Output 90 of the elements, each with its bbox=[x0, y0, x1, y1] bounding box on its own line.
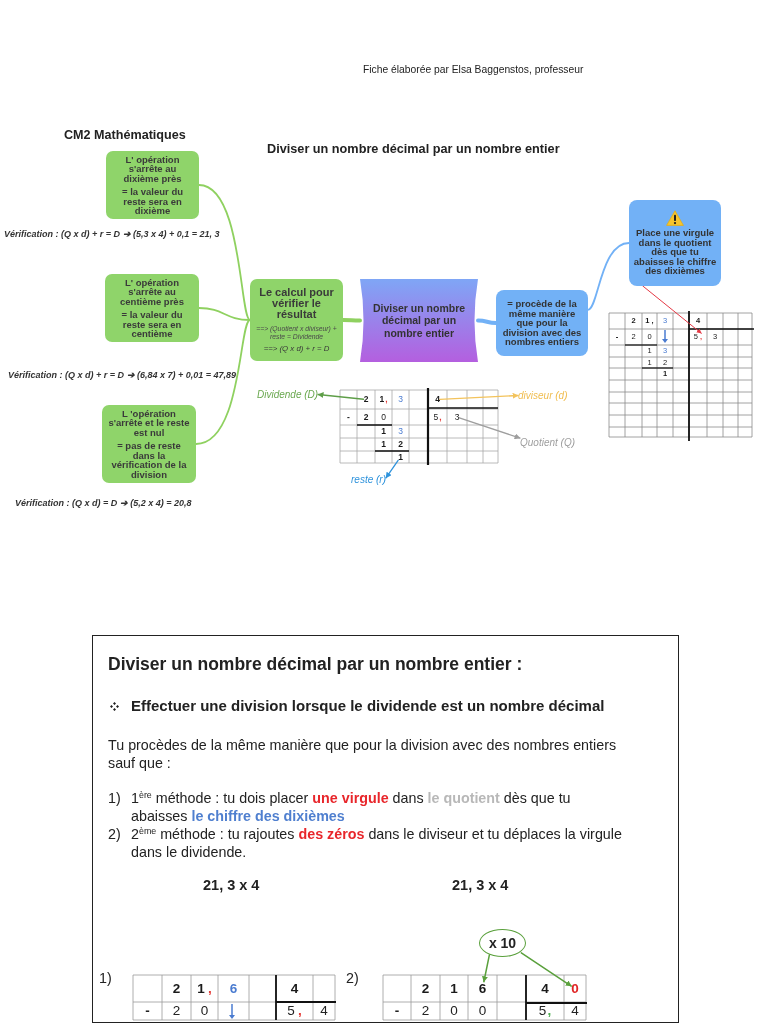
topic-text: = la valeur du reste sera en dixième bbox=[121, 187, 184, 216]
minus-sign: - bbox=[394, 1004, 400, 1018]
digit: 4 bbox=[571, 1004, 579, 1018]
operation-text: 21, 3 x 4 bbox=[452, 877, 509, 893]
digit: 1 bbox=[450, 981, 458, 996]
bullet-point-text: Effectuer une division lorsque le dividende est un nombre décimal bbox=[131, 697, 605, 714]
digit: 2 bbox=[363, 395, 369, 404]
branch-line bbox=[198, 184, 251, 321]
leader-arrow bbox=[385, 459, 399, 479]
digit: 5 bbox=[538, 1004, 547, 1018]
topic-box bbox=[102, 405, 196, 483]
leader-arrow bbox=[317, 392, 365, 400]
branch-line bbox=[587, 242, 630, 311]
annotation-label: Dividende (D) bbox=[257, 389, 319, 400]
decimal-comma: , bbox=[439, 412, 442, 422]
multiplier-text: x 10 bbox=[488, 936, 517, 950]
pointer-arrow bbox=[520, 952, 572, 987]
leader-arrow bbox=[439, 392, 519, 401]
pointer-arrow bbox=[482, 954, 491, 983]
digit: 6 bbox=[229, 981, 238, 996]
digit: 4 bbox=[541, 981, 549, 996]
digit: 3 bbox=[454, 412, 460, 422]
topic-box bbox=[105, 274, 199, 342]
digit: 1 bbox=[381, 440, 386, 449]
decimal-comma: , bbox=[385, 395, 388, 404]
list-number: 2) bbox=[108, 825, 121, 843]
digit: 5 bbox=[287, 1004, 295, 1018]
example-number: 2) bbox=[346, 970, 359, 986]
verification-formula: Vérification : (Q x d) = D ➔ (5,2 x 4) = 20,8 bbox=[15, 498, 192, 508]
digit: 5 bbox=[433, 412, 439, 422]
topic-heading: L' opération s'arrête au centième près bbox=[119, 277, 185, 306]
annotation-label: reste (r) bbox=[351, 474, 386, 485]
body-text: Tu procèdes de la même manière que pour la division avec des nombres entiers sauf que : bbox=[108, 736, 618, 772]
digit: 2 bbox=[421, 1004, 430, 1018]
digit: 1 bbox=[379, 395, 385, 404]
digit: 2 bbox=[421, 981, 430, 996]
digit: 1 bbox=[197, 981, 205, 996]
topic-box bbox=[250, 279, 343, 361]
topic-heading: Le calcul pour vérifier le résultat bbox=[258, 287, 335, 321]
branch-line bbox=[476, 318, 498, 325]
annotation-label: Quotient (Q) bbox=[520, 437, 576, 448]
digit: 2 bbox=[172, 1004, 181, 1018]
minus-sign: - bbox=[347, 412, 350, 422]
minus-sign: - bbox=[145, 1004, 150, 1018]
page-title: Diviser un nombre décimal par un nombre entier bbox=[267, 142, 560, 156]
topic-box bbox=[496, 290, 588, 356]
digit: 0 bbox=[450, 1004, 458, 1018]
verification-formula: Vérification : (Q x d) + r = D ➔ (6,84 x 7) + 0,01 = 47,89 bbox=[8, 370, 237, 380]
central-topic-shape bbox=[360, 279, 478, 362]
digit: 3 bbox=[398, 427, 403, 436]
decimal-comma: , bbox=[207, 981, 212, 996]
digit: 4 bbox=[320, 1004, 328, 1018]
digit: 4 bbox=[290, 981, 299, 996]
central-topic-text: Diviser un nombre décimal par un nombre entier bbox=[371, 301, 467, 340]
digit: 0 bbox=[571, 981, 579, 996]
annotation-label: diviseur (d) bbox=[518, 390, 568, 401]
example-number: 1) bbox=[99, 970, 112, 986]
branch-line bbox=[195, 319, 251, 445]
digit: 1 bbox=[381, 427, 386, 436]
list-item-text: 1$^{ère}$ méthode : tu dois placer une virgule dans le quotient dès que tu abaisses le chiffre des dixièmes bbox=[131, 789, 572, 825]
credit-text: Fiche élaborée par Elsa Baggenstos, professeur bbox=[363, 64, 584, 75]
decimal-comma: , bbox=[297, 1004, 302, 1018]
digit: 2 bbox=[172, 981, 181, 996]
decimal-comma: , bbox=[547, 1004, 552, 1018]
digit: 2 bbox=[363, 412, 369, 422]
branch-line bbox=[341, 318, 362, 323]
digit: 3 bbox=[398, 395, 403, 404]
warning-box bbox=[629, 200, 721, 286]
list-item-text: 2$^{ème}$ méthode : tu rajoutes des zéros dans le diviseur et tu déplaces la virgule dans le dividende. bbox=[131, 825, 623, 861]
digit: 0 bbox=[200, 1004, 209, 1018]
topic-heading: L' opération s'arrête au dixième près bbox=[122, 154, 183, 183]
section-heading: Diviser un nombre décimal par un nombre entier : bbox=[108, 654, 523, 675]
operation-text: 21, 3 x 4 bbox=[203, 877, 260, 893]
topic-text: = procède de la même manière que pour la division avec des nombres entiers bbox=[501, 299, 583, 347]
pointer-arrow bbox=[642, 285, 702, 334]
topic-text: = la valeur du reste sera en centième bbox=[120, 310, 184, 339]
verification-formula: Vérification : (Q x d) + r = D ➔ (5,3 x 4) + 0,1 = 21, 3 bbox=[4, 229, 220, 239]
digit: 0 bbox=[381, 412, 386, 422]
digit: 4 bbox=[435, 395, 440, 404]
digit: 6 bbox=[478, 981, 487, 996]
topic-heading: L 'opération s'arrête et le reste est nul bbox=[107, 408, 191, 438]
digit: 0 bbox=[478, 1004, 487, 1018]
digit: 2 bbox=[398, 440, 403, 449]
branch-line bbox=[198, 307, 251, 321]
list-number: 1) bbox=[108, 789, 121, 807]
topic-box bbox=[106, 151, 199, 219]
warning-text: Place une virgule dans le quotient dès que tu abaisses le chiffre des dixièmes bbox=[633, 228, 717, 276]
digit: 1 bbox=[398, 452, 403, 462]
topic-text: = pas de reste dans la vérification de la division bbox=[110, 441, 188, 480]
leader-arrow bbox=[458, 417, 521, 440]
